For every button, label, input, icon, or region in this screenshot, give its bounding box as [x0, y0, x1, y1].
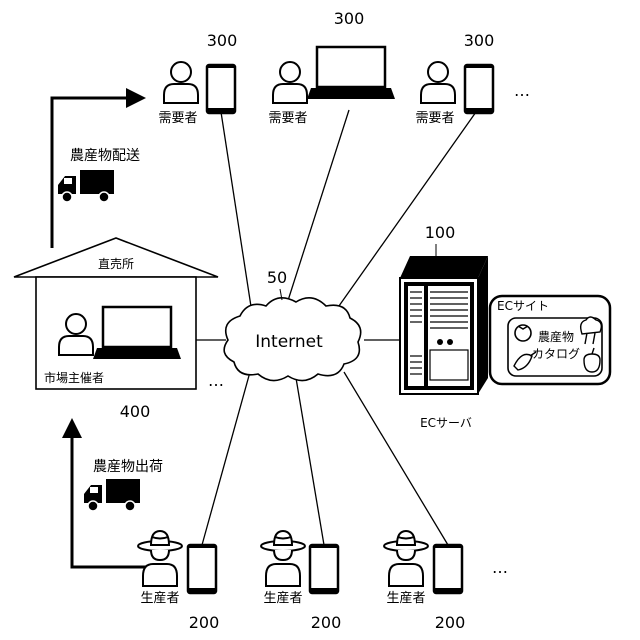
consumer-label: 需要者 — [268, 111, 307, 126]
link-producer-3 — [344, 372, 448, 545]
producer-group-3: 生産者 200 — [384, 531, 465, 632]
link-producer-2 — [296, 378, 324, 545]
consumer-number-label: 300 — [464, 31, 495, 50]
consumer-number-label: 300 — [207, 31, 238, 50]
more-consumers-ellipsis: … — [514, 81, 530, 100]
smartphone-icon — [434, 545, 462, 593]
farmer-icon — [138, 531, 182, 586]
laptop-icon — [307, 47, 395, 99]
catalog-label-line2: カタログ — [532, 347, 580, 361]
producer-number-label: 200 — [435, 613, 466, 632]
producer-label: 生産者 — [386, 590, 425, 606]
shop-number-label: 400 — [120, 402, 151, 421]
consumer-label: 需要者 — [415, 111, 454, 126]
ec-site-panel: ECサイト 農産物 カタログ — [490, 296, 610, 384]
producer-group-2: 生産者 200 — [261, 531, 341, 632]
shipping-label: 農産物出荷 — [93, 459, 163, 475]
catalog-label-line1: 農産物 — [538, 329, 574, 344]
consumer-group-1: 300 需要者 — [158, 31, 237, 126]
person-icon — [273, 62, 307, 103]
internet-label: Internet — [255, 332, 323, 352]
link-consumer-1 — [221, 112, 252, 313]
delivery-arrow — [52, 88, 146, 248]
more-shops-ellipsis: … — [208, 371, 224, 390]
smartphone-icon — [465, 65, 493, 113]
server-number-label: 100 — [425, 223, 456, 242]
server-icon — [400, 256, 488, 394]
truck-icon — [84, 479, 140, 511]
shop-title: 直売所 — [98, 256, 134, 271]
smartphone-icon — [188, 545, 216, 593]
consumer-group-2: 300 需要者 — [268, 9, 395, 126]
laptop-icon — [93, 307, 181, 359]
smartphone-icon — [310, 545, 338, 593]
more-producers-ellipsis: … — [492, 558, 508, 577]
farmer-icon — [384, 531, 428, 586]
link-producer-1 — [202, 372, 250, 545]
direct-sales-shop: 直売所 市場主催者 — [14, 238, 218, 389]
farmer-icon — [261, 531, 305, 586]
smartphone-icon — [207, 65, 235, 113]
delivery-label: 農産物配送 — [70, 148, 140, 164]
network-number-label: 50 — [267, 268, 287, 287]
consumer-label: 需要者 — [158, 111, 197, 126]
producer-label: 生産者 — [140, 590, 179, 606]
person-icon — [421, 62, 455, 103]
tomato-icon — [515, 325, 531, 341]
producer-number-label: 200 — [189, 613, 220, 632]
server-label: ECサーバ — [420, 416, 472, 430]
truck-icon — [58, 170, 114, 202]
consumer-group-3: 300 需要者 — [415, 31, 494, 126]
ec-site-label: ECサイト — [497, 299, 549, 313]
producer-number-label: 200 — [311, 613, 342, 632]
person-icon — [164, 62, 198, 103]
link-consumer-2 — [284, 110, 349, 313]
consumer-number-label: 300 — [334, 9, 365, 28]
producer-group-1: 生産者 200 — [138, 531, 219, 632]
producer-label: 生産者 — [263, 590, 302, 606]
organizer-label: 市場主催者 — [44, 370, 104, 385]
